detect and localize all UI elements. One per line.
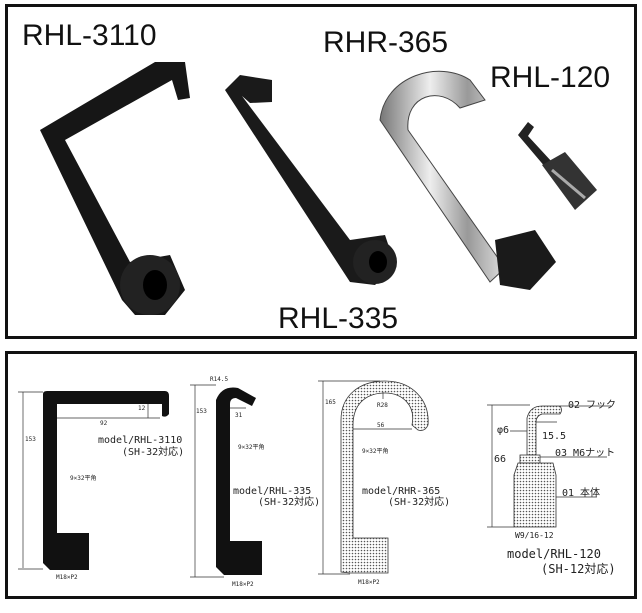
drawing-rhr-365: 165 R28 56 9×32平角 model/RHR-365 (SH-32対応… — [318, 380, 450, 586]
dim-height: 153 — [196, 408, 207, 415]
photo-label-rhr-365: RHR-365 — [323, 26, 448, 59]
dim-width: 92 — [100, 420, 108, 427]
thread-label: M18×P2 — [56, 574, 78, 581]
thread-label: M18×P2 — [232, 581, 254, 588]
photo-rhr-365 — [379, 70, 556, 290]
compat-label: (SH-32対応) — [258, 495, 320, 508]
drawing-rhl-3110: 153 92 12 model/RHL-3110 (SH-32対応) 9×32平… — [18, 391, 184, 581]
dim-radius: R28 — [377, 402, 388, 409]
model-label: model/RHL-335 — [233, 486, 311, 497]
dim-height: 165 — [325, 399, 336, 406]
photo-rhl-3110 — [40, 62, 190, 315]
model-label: model/RHL-3110 — [98, 435, 182, 446]
photo-label-rhl-3110: RHL-3110 — [22, 19, 157, 52]
photo-rhl-335 — [225, 75, 397, 285]
section-label: 9×32平角 — [362, 447, 388, 455]
compat-label: (SH-12対応) — [541, 562, 616, 576]
part-01-label: 01 本体 — [562, 486, 600, 499]
compat-label: (SH-32対応) — [122, 445, 184, 458]
thread-label: M18×P2 — [358, 579, 380, 586]
model-label: model/RHL-120 — [507, 547, 601, 561]
dim-width: 56 — [377, 422, 385, 429]
compat-label: (SH-32対応) — [388, 495, 450, 508]
section-label: 9×32平角 — [70, 474, 96, 482]
section-label: 9×32平角 — [238, 443, 264, 451]
dim-height: 153 — [25, 436, 36, 443]
dim-gap: 12 — [138, 405, 146, 412]
drawing-rhl-120: 02 フック φ6 15.5 03 M6ナット 66 01 本体 W9/16-1… — [487, 399, 616, 576]
part-02-label: 02 フック — [568, 399, 616, 411]
drawing-rhl-335: 153 R14.5 31 9×32平角 model/RHL-335 (SH-32… — [190, 376, 320, 588]
dim-height: 66 — [494, 454, 506, 465]
dim-width: 15.5 — [542, 431, 566, 442]
photo-label-rhl-335: RHL-335 — [278, 302, 398, 335]
model-label: model/RHR-365 — [362, 486, 440, 497]
photo-label-rhl-120: RHL-120 — [490, 61, 610, 94]
dim-width: 31 — [235, 412, 243, 419]
part-03-label: 03 M6ナット — [555, 447, 615, 459]
dim-radius: R14.5 — [210, 376, 228, 383]
thread-label: W9/16-12 — [515, 531, 554, 540]
dim-diameter: φ6 — [497, 425, 509, 436]
photo-rhl-120 — [518, 122, 597, 210]
